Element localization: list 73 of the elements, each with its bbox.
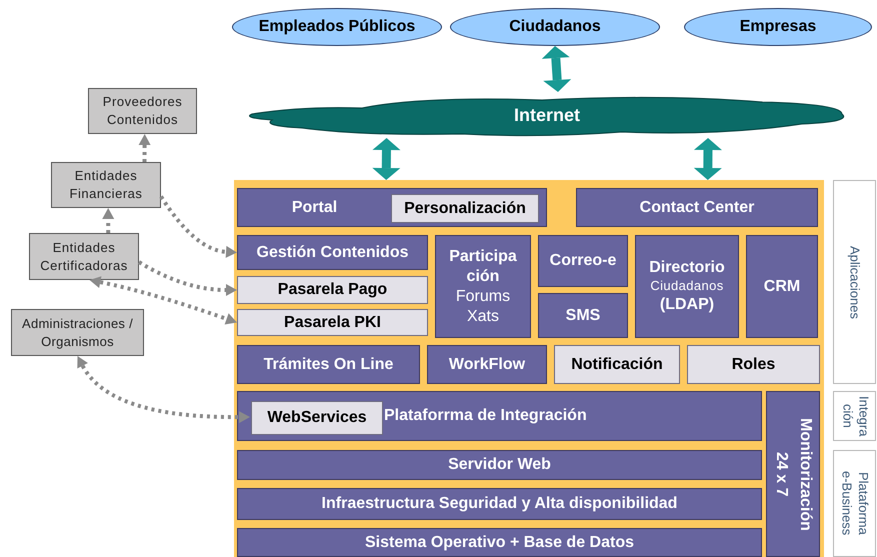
node-label: CRM	[764, 276, 800, 296]
module-box	[427, 345, 547, 384]
component-box	[251, 401, 383, 435]
component-box	[687, 345, 820, 384]
layer-label-box	[833, 450, 876, 557]
node-label: Infraestructura Seguridad y Alta disponibilidad	[322, 494, 678, 514]
node-label: Plataforrma de Integración	[384, 406, 587, 426]
node-label: (LDAP)	[660, 294, 714, 315]
node-label: Ciudadanos	[509, 17, 601, 37]
module-box	[538, 293, 628, 338]
node-label: Pasarela PKI	[284, 312, 381, 332]
node-label: Entidades Financieras	[68, 167, 144, 203]
module-box	[237, 188, 547, 227]
component-box	[237, 309, 428, 336]
node-label: WebServices	[267, 408, 367, 428]
component-box	[391, 194, 539, 223]
module-box	[435, 235, 531, 338]
node-label: Ciudadanos	[650, 278, 724, 295]
node-label: Empleados Públicos	[258, 17, 416, 37]
module-box	[237, 345, 420, 384]
node-label: Contact Center	[640, 198, 754, 218]
platform-container	[234, 180, 824, 557]
node-label: Trámites On Line	[264, 354, 394, 374]
dotted-arrow	[102, 208, 114, 233]
double-arrow	[694, 138, 722, 180]
node-label: Internet	[514, 104, 580, 126]
component-box	[554, 345, 680, 384]
node-label: Empresas	[740, 17, 816, 37]
node-label: Aplicaciones	[846, 246, 864, 318]
module-box	[635, 235, 739, 338]
node-label: Administraciones / Organismos	[21, 314, 134, 350]
node-label: Servidor Web	[448, 455, 551, 475]
double-arrow	[372, 138, 400, 180]
component-box	[237, 276, 428, 304]
dotted-arrow	[159, 195, 237, 258]
node-label: Notificación	[571, 354, 663, 374]
node-label: Personalización	[404, 198, 526, 218]
node-label: WorkFlow	[448, 354, 526, 374]
dotted-arrow	[90, 276, 238, 325]
node-label: Portal	[290, 198, 338, 218]
node-label: Correo-e	[550, 251, 616, 271]
node-label: Proveedores Contenidos	[102, 93, 184, 129]
module-box	[237, 450, 762, 480]
dotted-arrow	[76, 356, 250, 424]
node-label: Integra ción	[839, 394, 872, 438]
node-label: Monitorización 24 x 7	[772, 416, 815, 532]
module-box	[237, 391, 762, 441]
module-box	[766, 391, 820, 557]
external-entity-box	[11, 309, 144, 356]
node-label: Gestión Contenidos	[256, 242, 408, 262]
module-box	[237, 488, 762, 520]
node-label: Pasarela Pago	[278, 280, 388, 300]
node-label: SMS	[566, 306, 600, 326]
layer-label-box	[833, 180, 876, 384]
module-box	[746, 235, 818, 338]
module-box	[237, 235, 428, 270]
node-label: Directorio	[649, 258, 725, 278]
external-entity-box	[51, 162, 161, 208]
external-entity-box	[88, 88, 197, 134]
external-entity-box	[29, 233, 139, 280]
node-label: Sistema Operativo + Base de Datos	[365, 532, 634, 552]
dotted-arrow	[138, 134, 151, 162]
node-label: Participa ción	[448, 246, 518, 286]
dotted-arrow	[138, 260, 237, 296]
node-label: Plataforma e-Business	[838, 470, 871, 538]
node-label: Roles	[732, 354, 776, 374]
layer-label-box	[833, 391, 876, 441]
node-label: Forums Xats	[454, 286, 512, 326]
module-box	[237, 528, 762, 557]
module-box	[576, 188, 818, 227]
double-arrow	[542, 46, 572, 92]
module-box	[538, 235, 628, 287]
node-label: Entidades Certificadoras	[39, 238, 129, 274]
